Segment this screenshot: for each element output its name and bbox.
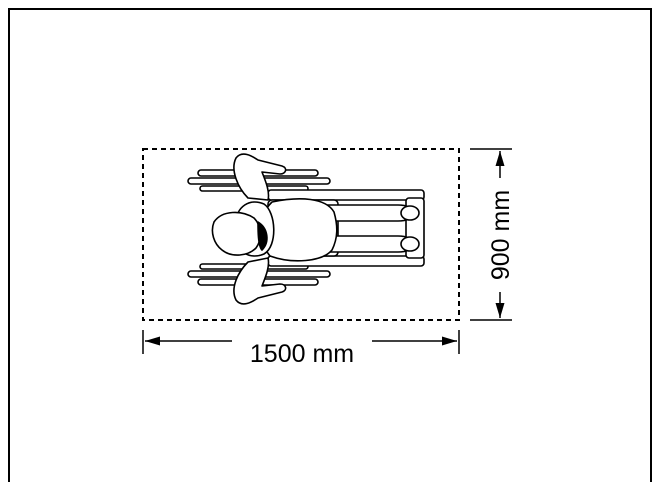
hair	[257, 221, 268, 251]
arm-bottom	[233, 257, 287, 305]
frame-border	[8, 8, 652, 482]
width-arrow-left	[145, 336, 160, 346]
width-dimension	[142, 330, 460, 354]
head	[211, 211, 262, 256]
height-arrow-bottom	[495, 303, 505, 318]
height-label: 900 mm	[487, 190, 515, 280]
foot-bottom	[400, 236, 420, 252]
height-arrow-top	[495, 151, 505, 166]
width-arrow-right	[442, 336, 457, 346]
width-label: 1500 mm	[250, 340, 354, 368]
arm-top	[233, 153, 287, 201]
height-dimension	[470, 148, 512, 321]
foot-top	[400, 205, 420, 221]
wheelchair-user-figure	[187, 153, 425, 305]
clear-space-area	[142, 148, 460, 321]
